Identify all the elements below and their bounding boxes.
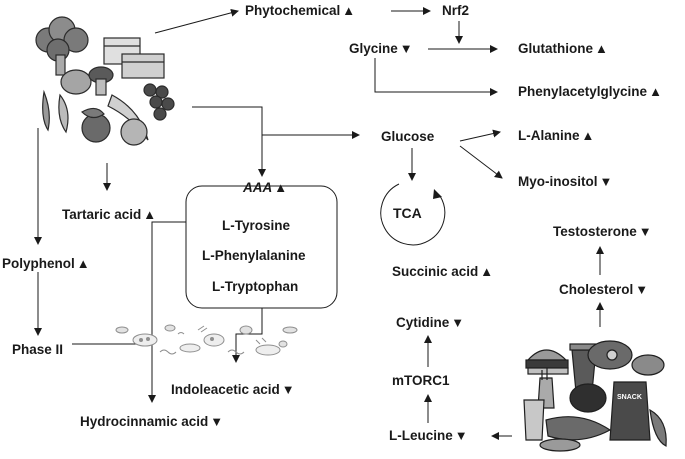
l-tryptophan-label: L-Tryptophan bbox=[212, 279, 299, 294]
myo-inositol-label: Myo-inositol bbox=[518, 174, 598, 189]
polyphenol-label: Polyphenol bbox=[2, 256, 75, 271]
node-phenylacetylglycine: Phenylacetylglycine▲ bbox=[518, 84, 662, 100]
phytochemical-label: Phytochemical bbox=[245, 3, 341, 18]
l-leucine-label: L-Leucine bbox=[389, 428, 453, 443]
junk-food-icon bbox=[523, 340, 667, 452]
up-triangle-icon: ▲ bbox=[649, 84, 662, 99]
healthy-food-icon bbox=[35, 16, 175, 146]
node-hydrocinnamic-acid: Hydrocinnamic acid▼ bbox=[80, 414, 223, 430]
node-myo-inositol: Myo-inositol▼ bbox=[518, 174, 612, 190]
cholesterol-label: Cholesterol bbox=[559, 282, 634, 297]
arrow-food-to-phytochemical bbox=[154, 8, 239, 34]
node-tartaric-acid: Tartaric acid▲ bbox=[62, 207, 156, 223]
arrow-glucose-to-alanine bbox=[459, 129, 501, 142]
node-l-tyrosine: L-Tyrosine bbox=[222, 218, 290, 234]
indoleacetic-acid-label: Indoleacetic acid bbox=[171, 382, 280, 397]
down-triangle-icon: ▼ bbox=[451, 315, 465, 330]
aaa-box bbox=[185, 185, 338, 309]
down-triangle-icon: ▼ bbox=[210, 414, 224, 429]
node-l-leucine: L-Leucine▼ bbox=[389, 428, 468, 444]
up-triangle-icon: ▲ bbox=[581, 128, 595, 143]
down-triangle-icon: ▼ bbox=[454, 428, 468, 443]
arrow-food-to-glucose bbox=[192, 106, 360, 139]
node-phytochemical: Phytochemical▲ bbox=[245, 3, 355, 19]
up-triangle-icon: ▲ bbox=[274, 180, 288, 195]
arrow-aaa-to-hydrocinnamic bbox=[148, 221, 186, 403]
arrow-glucose-to-myoinositol bbox=[459, 145, 503, 179]
nrf2-label: Nrf2 bbox=[442, 3, 470, 18]
node-l-tryptophan: L-Tryptophan bbox=[212, 279, 298, 295]
node-phase-ii: Phase II bbox=[12, 342, 63, 358]
hydrocinnamic-acid-label: Hydrocinnamic acid bbox=[80, 414, 209, 429]
glutathione-label: Glutathione bbox=[518, 41, 593, 56]
node-glucose: Glucose bbox=[381, 129, 434, 145]
down-triangle-icon: ▼ bbox=[281, 382, 295, 397]
up-triangle-icon: ▲ bbox=[143, 207, 157, 222]
tca-cycle-icon bbox=[380, 183, 446, 246]
down-triangle-icon: ▼ bbox=[635, 282, 649, 297]
aaa-label: AAA bbox=[243, 180, 273, 195]
node-aaa: AAA▲ bbox=[243, 180, 287, 196]
node-cholesterol: Cholesterol▼ bbox=[559, 282, 648, 298]
node-succinic-acid: Succinic acid▲ bbox=[392, 264, 493, 280]
up-triangle-icon: ▲ bbox=[595, 41, 608, 56]
succinic-acid-label: Succinic acid bbox=[392, 264, 479, 279]
node-nrf2: Nrf2 bbox=[442, 3, 469, 19]
l-alanine-label: L-Alanine bbox=[518, 128, 580, 143]
up-triangle-icon: ▲ bbox=[480, 264, 494, 279]
node-tca: TCA bbox=[393, 205, 422, 221]
node-glutathione: Glutathione▲ bbox=[518, 41, 608, 57]
testosterone-label: Testosterone bbox=[553, 224, 637, 239]
cytidine-label: Cytidine bbox=[396, 315, 450, 330]
arrow-glycine-to-phenylacetylglycine bbox=[374, 58, 498, 96]
node-l-phenylalanine: L-Phenylalanine bbox=[202, 248, 306, 264]
l-phenylalanine-label: L-Phenylalanine bbox=[202, 248, 306, 263]
mtorc1-label: mTORC1 bbox=[392, 373, 450, 388]
down-triangle-icon: ▼ bbox=[599, 174, 613, 189]
glycine-label: Glycine bbox=[349, 41, 398, 56]
l-tyrosine-label: L-Tyrosine bbox=[222, 218, 291, 233]
node-cytidine: Cytidine▼ bbox=[396, 315, 464, 331]
phenylacetylglycine-label: Phenylacetylglycine bbox=[518, 84, 648, 99]
node-polyphenol: Polyphenol▲ bbox=[2, 256, 90, 272]
tartaric-acid-label: Tartaric acid bbox=[62, 207, 142, 222]
node-testosterone: Testosterone▼ bbox=[553, 224, 652, 240]
node-glycine: Glycine▼ bbox=[349, 41, 413, 57]
node-mtorc1: mTORC1 bbox=[392, 373, 450, 389]
snack-bag-label: SNACK bbox=[617, 394, 642, 401]
glucose-label: Glucose bbox=[381, 129, 435, 144]
phase-ii-label: Phase II bbox=[12, 342, 64, 357]
up-triangle-icon: ▲ bbox=[76, 256, 90, 271]
gut-microbes-icon bbox=[115, 324, 298, 356]
tca-label: TCA bbox=[393, 205, 422, 221]
node-indoleacetic-acid: Indoleacetic acid▼ bbox=[171, 382, 295, 398]
down-triangle-icon: ▼ bbox=[638, 224, 652, 239]
node-l-alanine: L-Alanine▲ bbox=[518, 128, 594, 144]
up-triangle-icon: ▲ bbox=[342, 3, 356, 18]
down-triangle-icon: ▼ bbox=[399, 41, 413, 56]
